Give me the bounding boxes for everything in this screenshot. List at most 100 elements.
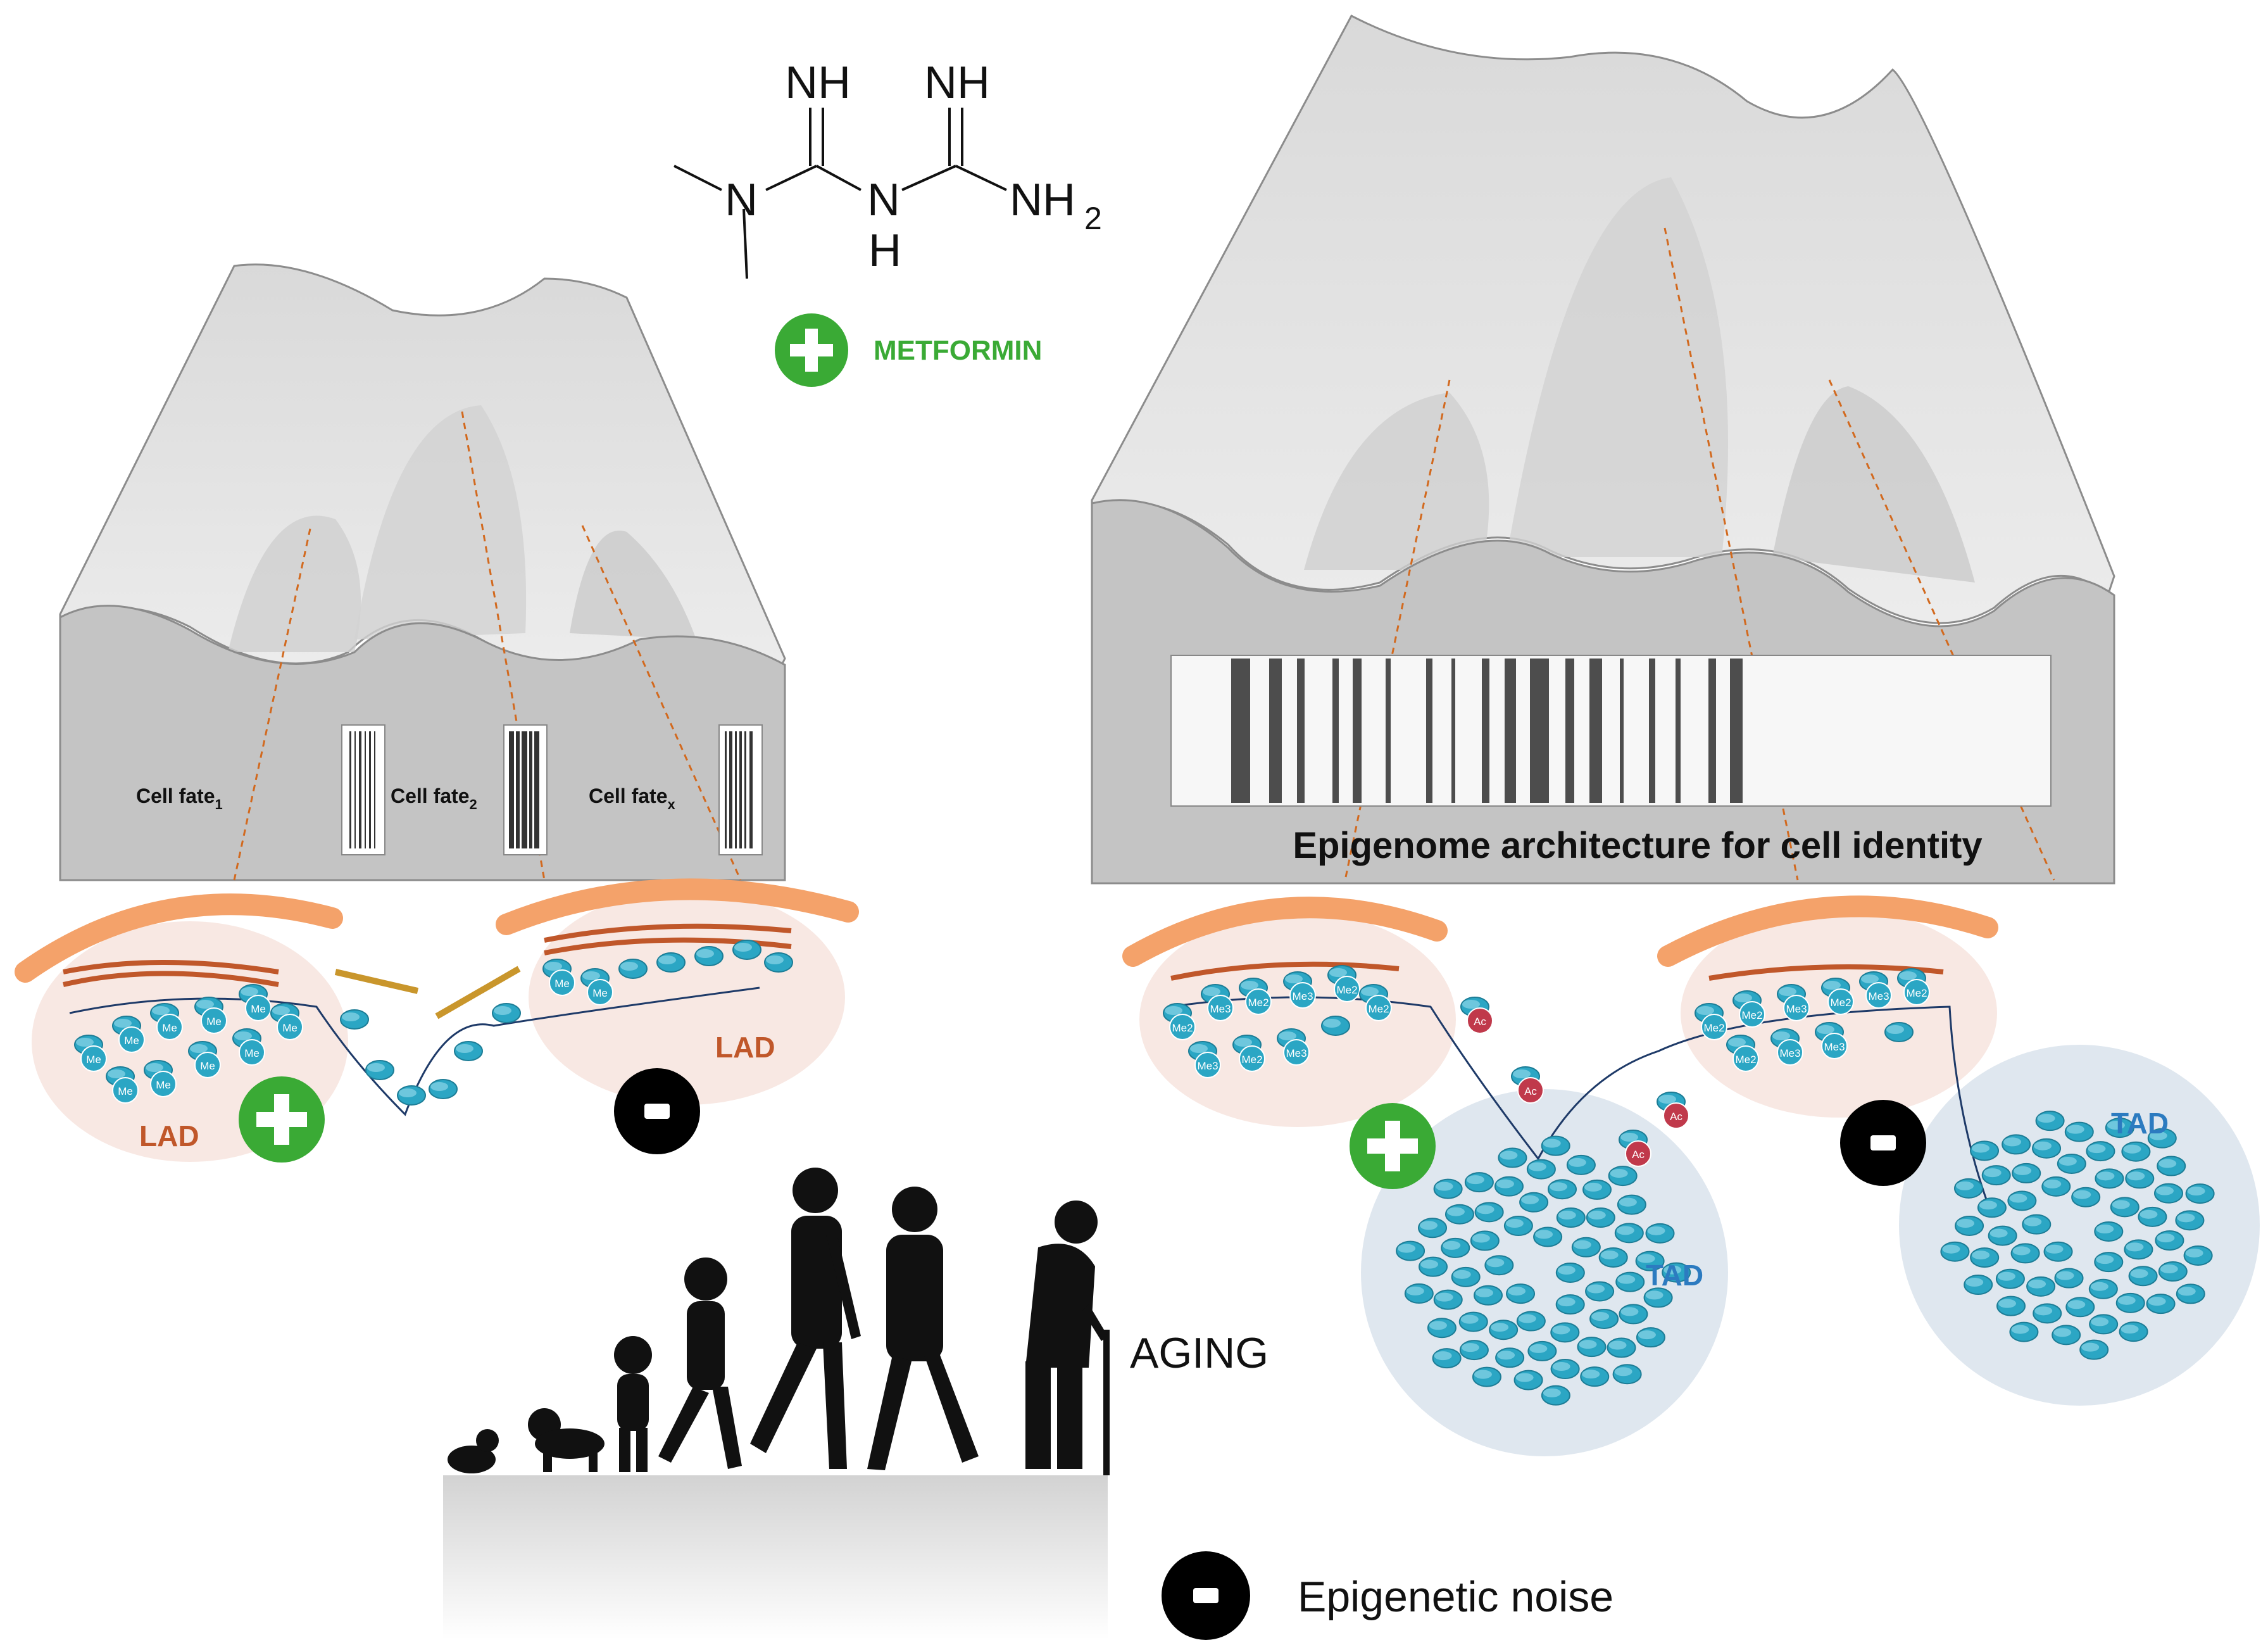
svg-text:H: H: [868, 225, 901, 276]
nucleosome: [2054, 1268, 2084, 1289]
histone-mark-label: Me2: [1703, 1022, 1724, 1034]
histone-mark-label: Me: [244, 1047, 260, 1059]
barcode-bar: [1505, 659, 1516, 803]
nucleosome: [1954, 1178, 1984, 1199]
nucleosome: [1612, 1364, 1642, 1385]
barcode-bar: [1451, 659, 1455, 803]
barcode-bar: [1353, 659, 1362, 803]
histone-mark: [1517, 1077, 1544, 1104]
nucleosome: [2007, 1190, 2037, 1211]
tad-label-left: TAD: [1646, 1259, 1703, 1292]
histone-mark-label: Me2: [1830, 997, 1851, 1009]
nucleosome: [1970, 1247, 2000, 1268]
nucleosome: [1555, 1263, 1585, 1283]
nucleosome: [1474, 1202, 1504, 1223]
nucleosome: [1404, 1283, 1434, 1304]
crawling-baby-silhouette: [528, 1408, 605, 1472]
nucleosome: [2035, 1111, 2065, 1131]
histone-mark: [1783, 995, 1810, 1021]
nucleosome: [2115, 1292, 2145, 1313]
histone-mark: [150, 1071, 177, 1097]
nucleosome: [2022, 1214, 2052, 1235]
legend-label: Epigenetic noise: [1298, 1573, 1613, 1621]
nucleosome: [1472, 1366, 1501, 1387]
histone-mark: [245, 995, 272, 1021]
nucleosome: [1571, 1237, 1601, 1257]
nucleosome: [2185, 1183, 2215, 1204]
nucleosome: [1645, 1223, 1675, 1244]
barcode-bar: [1482, 659, 1489, 803]
histone-mark-label: Me3: [1824, 1041, 1845, 1053]
nucleosome: [1459, 1340, 1489, 1361]
nucleosome: [2052, 1325, 2081, 1346]
histone-mark-label: Me2: [1741, 1009, 1762, 1021]
nucleosome: [1433, 1289, 1463, 1310]
barcode-bar: [1589, 659, 1602, 803]
histone-mark-label: Me: [200, 1060, 215, 1072]
barcode-bar: [1676, 659, 1681, 803]
histone-mark: [1283, 1039, 1310, 1066]
nucleosome: [2176, 1283, 2205, 1304]
nucleosome: [2043, 1241, 2073, 1262]
fate-barcode-x: [718, 724, 763, 855]
nucleosome: [429, 1079, 458, 1099]
nucleosome: [1484, 1255, 1514, 1276]
nucleosome: [2009, 1321, 2039, 1342]
histone-mark-label: Me: [124, 1035, 139, 1047]
metformin-label: METFORMIN: [874, 335, 1042, 366]
histone-mark-label: Me3: [1786, 1003, 1807, 1015]
nucleosome: [2033, 1303, 2062, 1324]
nucleosome: [1526, 1159, 1556, 1180]
barcode-bar: [1426, 659, 1432, 803]
nucleosome: [1555, 1294, 1585, 1315]
nucleosome: [1995, 1268, 2025, 1289]
histone-mark-label: Me2: [1172, 1022, 1193, 1034]
nucleosome: [1608, 1166, 1638, 1187]
nucleosome: [1451, 1266, 1481, 1287]
barcode-bar: [1620, 659, 1624, 803]
minus-sign-right: [1840, 1100, 1926, 1186]
infant-silhouette: [448, 1429, 499, 1473]
svg-text:NH: NH: [924, 58, 990, 108]
barcode-bar: [1297, 659, 1305, 803]
child-silhouette: [658, 1257, 742, 1469]
metformin-badge: METFORMIN: [775, 313, 1042, 387]
nucleosome: [1996, 1295, 2026, 1316]
histone-mark: [1865, 982, 1892, 1009]
nucleosome: [2124, 1239, 2153, 1260]
nuclear-lamina-left: [15, 893, 343, 983]
nucleosome: [2125, 1168, 2155, 1189]
nucleosome: [1494, 1176, 1524, 1197]
histone-mark: [277, 1014, 303, 1040]
histone-mark-label: Me3: [1286, 1047, 1306, 1059]
nucleosome: [1527, 1340, 1557, 1361]
nucleosome: [1433, 1178, 1463, 1199]
nucleosome: [1981, 1165, 2011, 1186]
nucleosome: [2138, 1206, 2167, 1227]
fate-label-2: Cell fate2: [391, 785, 477, 812]
barcode-bar: [1386, 659, 1391, 803]
histone-mark: [1289, 982, 1316, 1009]
histone-mark: [1365, 995, 1392, 1021]
nucleosome: [1598, 1247, 1628, 1268]
nucleosome: [1577, 1337, 1607, 1358]
aging-label: AGING: [1130, 1329, 1269, 1377]
histone-mark-label: Me: [282, 1022, 298, 1034]
histone-mark: [1701, 1014, 1727, 1040]
right-epigenetic-landscape: Epigenome architecture for cell identity: [1091, 14, 2115, 885]
histone-mark: [194, 1052, 221, 1078]
histone-mark: [1739, 1001, 1765, 1028]
plus-sign-left: [239, 1076, 325, 1163]
nucleosome: [2155, 1230, 2184, 1251]
barcode-caption: Epigenome architecture for cell identity: [1293, 825, 1982, 866]
nucleosome: [1419, 1256, 1448, 1277]
nucleosome: [1550, 1322, 1580, 1343]
right-chromatin: Me2Me3Me2Me3Me2Me2Me3Me2Me3Me2Me2Me3Me2M…: [1122, 895, 2260, 1456]
histone-mark-label: Me2: [1735, 1054, 1756, 1066]
nucleosome: [1396, 1240, 1425, 1261]
nucleosome: [1458, 1311, 1488, 1332]
histone-mark: [1777, 1039, 1803, 1066]
nucleosome: [1470, 1230, 1500, 1251]
nucleosome: [1519, 1192, 1549, 1213]
